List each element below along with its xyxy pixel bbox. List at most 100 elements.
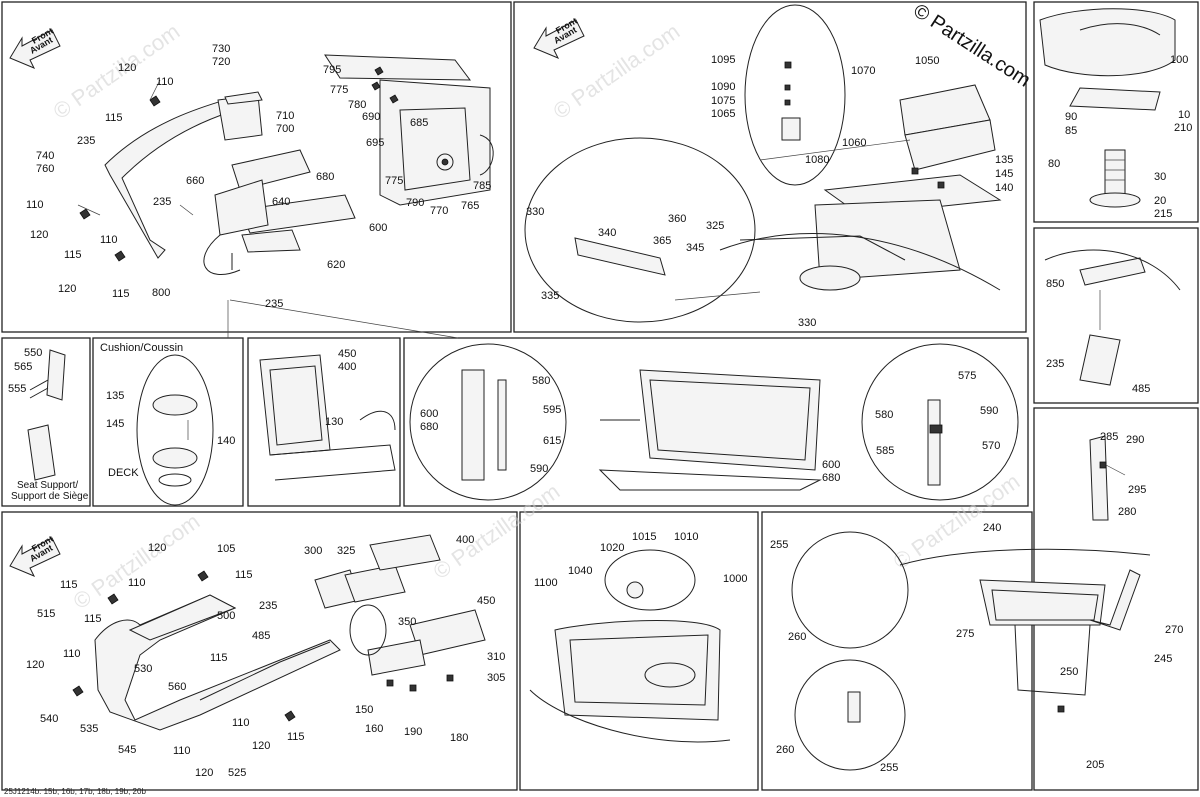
part-number-label: 110 (173, 745, 191, 757)
part-number-label: 730 (212, 43, 230, 55)
part-number-label: 120 (30, 229, 48, 241)
panel-11-labels: 120 105 115 110 115 500 515 115 110 530 … (26, 542, 305, 779)
part-number-label: 305 (487, 672, 505, 684)
part-number-label: 590 (980, 405, 998, 417)
part-number-label: 300 (304, 545, 322, 557)
part-number-label: 1020 (600, 542, 624, 554)
watermark-text: © Partzilla.com (69, 509, 205, 615)
part-number-label: 245 (1154, 653, 1172, 665)
panel-storage-compartment (324, 54, 494, 206)
part-number-label: 720 (212, 56, 230, 68)
panel-4-labels: 100 90 85 10 210 80 30 20 215 (1048, 54, 1192, 220)
part-number-label: 620 (327, 259, 345, 271)
part-number-label: 115 (112, 288, 130, 300)
part-number-label: 770 (430, 205, 448, 217)
part-number-label: 115 (84, 613, 102, 625)
part-number-label: 570 (982, 440, 1000, 452)
panel-1-labels: 730 720 120 110 115 235 740 760 710 700 … (26, 43, 387, 310)
part-number-label: 685 (410, 117, 428, 129)
part-number-label: 110 (26, 199, 44, 211)
part-number-label: 275 (956, 628, 974, 640)
part-number-label: 325 (706, 220, 724, 232)
part-number-label: 10 (1178, 109, 1190, 121)
part-number-label: 205 (1086, 759, 1104, 771)
part-number-label: 190 (404, 726, 422, 738)
part-number-label: 710 (276, 110, 294, 122)
panel-6-labels: 550 565 555 Seat Support/ Support de Siè… (8, 347, 89, 502)
panel-14-labels: 255 240 260 275 270 250 245 260 255 205 (770, 522, 1183, 774)
panel-helm-seat (524, 4, 1002, 323)
part-number-label: 115 (60, 579, 78, 591)
part-number-label: 530 (134, 663, 152, 675)
part-number-label: 210 (1174, 122, 1192, 134)
part-number-label: 680 (822, 472, 840, 484)
part-number-label: 325 (337, 545, 355, 557)
part-number-label: 485 (252, 630, 270, 642)
watermark-text: © Partzilla.com (49, 19, 185, 125)
part-number-label: 135 (106, 390, 124, 402)
part-number-label: 110 (100, 234, 118, 246)
part-number-label: 145 (106, 418, 124, 430)
part-number-label: 335 (541, 290, 559, 302)
part-number-label: 800 (152, 287, 170, 299)
panel-bow-backrest (77, 79, 459, 339)
part-number-label: 80 (1048, 158, 1060, 170)
part-number-label: 140 (995, 182, 1013, 194)
panel-lid (259, 354, 396, 481)
part-number-label: 1000 (723, 573, 747, 585)
part-number-label: 550 (24, 347, 42, 359)
part-number-label: 1080 (805, 154, 829, 166)
part-number-label: 120 (26, 659, 44, 671)
part-number-label: 595 (543, 404, 561, 416)
panel-9-labels: 580 595 615 590 600 680 600 680 575 580 … (420, 370, 1000, 484)
part-number-label: 1050 (915, 55, 939, 67)
part-number-label: 235 (1046, 358, 1064, 370)
part-number-label: 30 (1154, 171, 1166, 183)
part-number-label: 100 (1170, 54, 1188, 66)
part-number-label: 540 (40, 713, 58, 725)
part-number-label: 555 (8, 383, 26, 395)
panel-cushion (136, 354, 214, 506)
deck-caption: DECK (108, 467, 139, 479)
part-number-label: 115 (64, 249, 82, 261)
part-number-label: 600 (420, 408, 438, 420)
part-number-label: 640 (272, 196, 290, 208)
part-number-label: 560 (168, 681, 186, 693)
part-number-label: 1010 (674, 531, 698, 543)
part-number-label: 535 (80, 723, 98, 735)
panel-storage-lid (529, 549, 731, 743)
part-number-label: 585 (876, 445, 894, 457)
panel-bracket (1089, 435, 1126, 521)
part-number-label: 700 (276, 123, 294, 135)
part-number-label: 235 (153, 196, 171, 208)
part-number-label: 240 (983, 522, 1001, 534)
part-number-label: 270 (1165, 624, 1183, 636)
part-number-label: 120 (148, 542, 166, 554)
part-number-label: 690 (362, 111, 380, 123)
panel-cushion-bracket (1044, 249, 1181, 386)
panel-12-labels: 300 325 400 350 450 310 305 150 160 190 … (304, 534, 505, 744)
part-number-label: 775 (330, 84, 348, 96)
watermark-text: © Partzilla.com (889, 469, 1025, 575)
part-number-label: 680 (420, 421, 438, 433)
part-number-label: 115 (105, 112, 123, 124)
part-number-label: 780 (348, 99, 366, 111)
part-number-label: 565 (14, 361, 32, 373)
panel-pedestal-seat (1039, 8, 1176, 208)
part-number-label: 330 (798, 317, 816, 329)
part-number-label: 525 (228, 767, 246, 779)
part-number-label: 450 (338, 348, 356, 360)
part-number-label: 115 (210, 652, 228, 664)
cushion-caption: Cushion/Coussin (100, 342, 183, 354)
part-number-label: 130 (325, 416, 343, 428)
part-number-label: 790 (406, 197, 424, 209)
part-number-label: 160 (365, 723, 383, 735)
brand-watermark: © Partzilla.com (909, 0, 1034, 92)
part-number-label: 110 (128, 577, 146, 589)
part-number-label: 120 (118, 62, 136, 74)
part-number-label: 1090 (711, 81, 735, 93)
part-number-label: 1070 (851, 65, 875, 77)
panel-7-labels: Cushion/Coussin 135 145 140 DECK (100, 342, 235, 479)
